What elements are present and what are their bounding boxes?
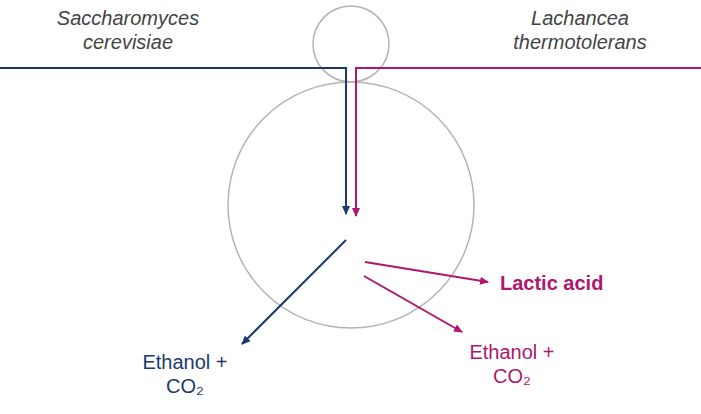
product-label: Ethanol + CO₂ — [130, 350, 240, 398]
product-label: Ethanol + CO₂ — [457, 340, 567, 388]
product-arrow — [365, 262, 488, 282]
bud-outline — [313, 6, 389, 82]
product-arrow — [242, 240, 346, 344]
product-label: Lactic acid — [500, 271, 660, 295]
product-arrow — [364, 276, 462, 332]
uptake-arrow — [0, 68, 346, 214]
species-label: Saccharomyces cerevisiae — [38, 6, 218, 54]
species-label: Lachancea thermotolerans — [490, 6, 670, 54]
uptake-arrow — [356, 68, 701, 216]
cell-outline — [228, 82, 474, 328]
